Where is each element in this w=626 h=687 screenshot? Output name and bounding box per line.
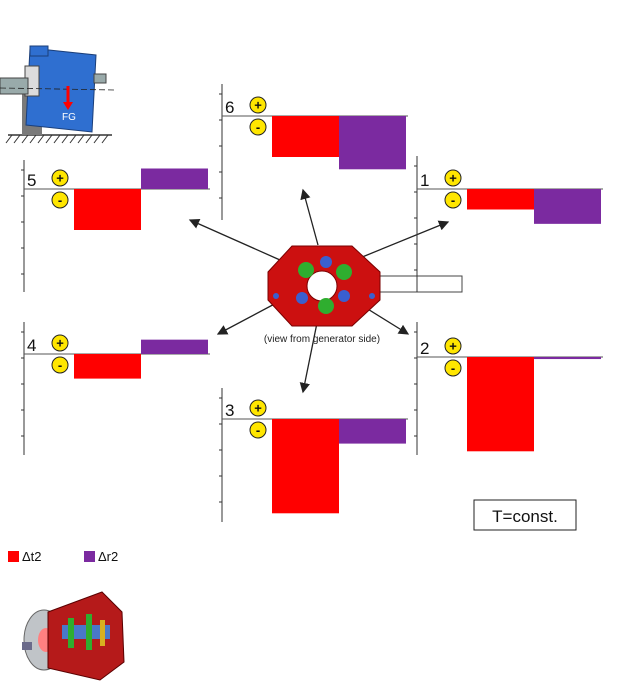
panel-2-plus-sign: + — [449, 339, 457, 354]
legend-label-dt2: Δt2 — [22, 549, 42, 564]
condition-frame — [473, 499, 577, 531]
panel-4-minus-sign: - — [58, 358, 62, 373]
panel-6-bar-dr2 — [339, 116, 406, 170]
panel-5-bar-dt2 — [74, 189, 141, 230]
gear-c — [100, 620, 105, 646]
condition-label: T=const. — [492, 507, 558, 526]
panel-1: 1 + - — [414, 156, 603, 292]
sensor-4 — [296, 292, 308, 304]
panel-3-plus-badge — [249, 399, 267, 417]
legend-swatch-dt2 — [8, 551, 19, 562]
panel-4-plus-sign: + — [56, 336, 64, 351]
legend-label-dr2: Δr2 — [98, 549, 118, 564]
generator-cutaway-illustration — [22, 591, 125, 681]
panel-2-plus-badge — [444, 337, 462, 355]
panel-5-plus-badge — [51, 169, 69, 187]
panel-2-bar-dr2 — [534, 357, 601, 360]
gearbox-housing — [25, 47, 97, 133]
panel-6-bar-dt2 — [272, 116, 339, 157]
panel-1-bar-dt2 — [467, 189, 534, 210]
legend-swatch-dr2 — [84, 551, 95, 562]
panel-4: 4 + - — [21, 322, 210, 455]
sensor-1 — [336, 264, 352, 280]
pointer-arrows — [188, 188, 450, 394]
panel-6-plus-sign: + — [254, 98, 262, 113]
arrow-to-panel-3 — [299, 317, 319, 394]
panel-4-id: 4 — [27, 336, 36, 355]
panel-1-plus-badge — [444, 169, 462, 187]
panel-2: 2 + - — [414, 322, 603, 455]
panel-2-id: 2 — [420, 339, 429, 358]
panel-1-bar-dr2 — [534, 189, 601, 224]
panel-1-plus-sign: + — [449, 171, 457, 186]
force-arrow-head — [63, 102, 73, 110]
panel-5-minus-badge — [51, 191, 69, 209]
panel-3-bar-dr2 — [339, 419, 406, 444]
input-shaft — [0, 77, 29, 95]
mount-hole-right — [369, 293, 375, 299]
panel-1-minus-sign: - — [451, 193, 455, 208]
bar-panels: 6 + - 5 + - 1 + - 4 + - 2 + - 3 + - — [21, 84, 603, 522]
panel-6-plus-badge — [249, 96, 267, 114]
arrow-to-panel-1 — [349, 220, 450, 263]
panel-1-id: 1 — [420, 171, 429, 190]
sensor-5 — [298, 262, 314, 278]
arrow-to-panel-4 — [216, 299, 283, 335]
panel-5-bar-dr2 — [141, 168, 208, 189]
output-shaft — [93, 73, 107, 84]
panel-5-plus-sign: + — [56, 171, 64, 186]
panel-3-plus-sign: + — [254, 401, 262, 416]
shaft-centerline — [0, 87, 116, 91]
board-connector — [377, 275, 463, 293]
view-note: (view from generator side) — [264, 334, 380, 345]
arrow-to-panel-5 — [188, 218, 281, 261]
panel-4-minus-badge — [51, 356, 69, 374]
panel-5-minus-sign: - — [58, 193, 62, 208]
panel-3-id: 3 — [225, 401, 234, 420]
panel-3-bar-dt2 — [272, 419, 339, 514]
panel-5: 5 + - — [21, 160, 210, 292]
panel-2-bar-dt2 — [467, 357, 534, 452]
panel-3-minus-sign: - — [256, 423, 260, 438]
condition-box: T=const. — [473, 499, 577, 531]
force-label: FG — [62, 112, 76, 123]
housing-top — [29, 45, 49, 57]
ground-hatch — [5, 134, 109, 144]
panel-4-bar-dt2 — [74, 354, 141, 379]
panel-3-minus-badge — [249, 421, 267, 439]
arrow-to-panel-6 — [300, 188, 319, 246]
panel-4-plus-badge — [51, 334, 69, 352]
panel-6-minus-badge — [249, 118, 267, 136]
sensor-2 — [338, 290, 350, 302]
sensor-board — [267, 245, 463, 327]
mount-hole-left — [273, 293, 279, 299]
panel-5-id: 5 — [27, 171, 36, 190]
cable-stub — [22, 642, 32, 650]
panel-6: 6 + - — [219, 84, 408, 220]
gear-b — [86, 614, 92, 650]
panel-6-minus-sign: - — [256, 120, 260, 135]
panel-2-minus-badge — [444, 359, 462, 377]
sensor-3 — [318, 298, 334, 314]
sensor-6 — [320, 256, 332, 268]
gear-a — [68, 618, 74, 648]
panel-3: 3 + - — [219, 388, 408, 522]
panel-2-minus-sign: - — [451, 361, 455, 376]
panel-4-bar-dr2 — [141, 339, 208, 354]
legend: Δt2 Δr2 — [8, 549, 118, 564]
panel-1-minus-badge — [444, 191, 462, 209]
gearbox-side-illustration: FG — [0, 45, 116, 144]
panel-6-id: 6 — [225, 98, 234, 117]
